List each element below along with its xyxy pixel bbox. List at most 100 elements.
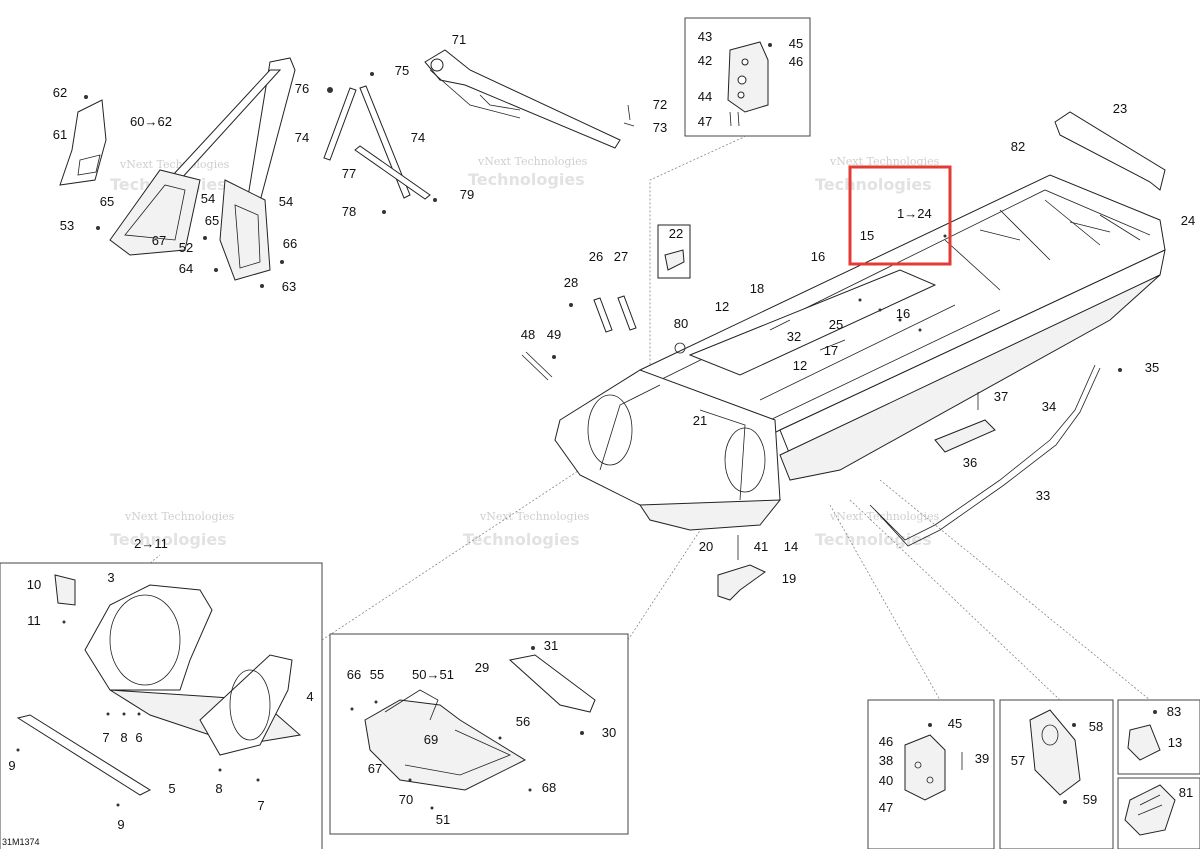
callout-c28: 28 <box>564 275 578 290</box>
callout-c83: 83 <box>1167 704 1181 719</box>
callout-c19: 19 <box>782 571 796 586</box>
leader-line <box>879 479 1151 701</box>
callout-c24: 24 <box>1181 213 1195 228</box>
callout-c58: 58 <box>1089 719 1103 734</box>
callout-c10: 10 <box>27 577 41 592</box>
watermark-text: Technologies <box>468 170 585 189</box>
callout-c8a: 8 <box>120 730 127 745</box>
callout-c77: 77 <box>342 166 356 181</box>
callout-c39: 39 <box>975 751 989 766</box>
steering-column-part <box>424 49 635 149</box>
callout-c22: 22 <box>669 226 683 241</box>
callout-c45a: 45 <box>789 36 803 51</box>
callout-c26: 26 <box>589 249 603 264</box>
leader-line <box>149 554 161 564</box>
callout-c75: 75 <box>395 63 409 78</box>
upper-front-frame-part <box>59 57 296 288</box>
watermark-text: vNext Technologies <box>124 510 235 523</box>
bracket-details-part <box>904 709 1176 836</box>
callout-c37: 37 <box>994 389 1008 404</box>
callout-c8b: 8 <box>215 781 222 796</box>
callout-c211: 2→11 <box>134 536 168 551</box>
leader-line <box>649 135 747 375</box>
callout-box-bracket-b <box>999 699 1114 849</box>
callout-box-bracket-a <box>867 699 995 849</box>
callout-c47b: 47 <box>879 800 893 815</box>
callout-c45b: 45 <box>948 716 962 731</box>
callout-c5: 5 <box>168 781 175 796</box>
callout-box-front-frame <box>0 562 323 849</box>
callout-c46b: 46 <box>879 734 893 749</box>
callout-c53: 53 <box>60 218 74 233</box>
callout-c7b: 7 <box>257 798 264 813</box>
callout-c30: 30 <box>602 725 616 740</box>
callout-c35: 35 <box>1145 360 1159 375</box>
callout-c65b: 65 <box>205 213 219 228</box>
callout-c66: 66 <box>283 236 297 251</box>
callout-c76: 76 <box>295 81 309 96</box>
watermark-text: vNext Technologies <box>477 155 588 168</box>
callout-c44: 44 <box>698 89 712 104</box>
callout-box-skid-plate <box>329 633 629 835</box>
callout-c64: 64 <box>179 261 193 276</box>
callout-c11: 11 <box>27 613 41 628</box>
callout-c13: 13 <box>1168 735 1182 750</box>
callout-box-bracket-d <box>1117 777 1200 849</box>
callout-c54a: 54 <box>201 191 215 206</box>
callout-c46a: 46 <box>789 54 803 69</box>
callout-c62: 62 <box>53 85 67 100</box>
callout-c79: 79 <box>460 187 474 202</box>
callout-c49: 49 <box>547 327 561 342</box>
callout-c65a: 65 <box>100 194 114 209</box>
callout-c48: 48 <box>521 327 535 342</box>
front-frame-detail-part <box>16 574 302 807</box>
watermark-text: Technologies <box>463 530 580 549</box>
callout-c69: 69 <box>424 732 438 747</box>
small-brackets-part <box>521 224 766 601</box>
skid-plate-detail-part <box>350 646 596 810</box>
callout-c59: 59 <box>1083 792 1097 807</box>
callout-c66b: 66 <box>347 667 361 682</box>
callout-c20: 20 <box>699 539 713 554</box>
callout-c6: 6 <box>135 730 142 745</box>
callout-c43: 43 <box>698 29 712 44</box>
callout-c82: 82 <box>1011 139 1025 154</box>
callout-c9b: 9 <box>117 817 124 832</box>
callout-c54b: 54 <box>279 194 293 209</box>
watermark-layer: vNext Technologies Technologies vNext Te… <box>110 155 940 549</box>
callout-c78: 78 <box>342 204 356 219</box>
callout-c67: 67 <box>152 233 166 248</box>
leader-line <box>829 504 941 701</box>
watermark-text: vNext Technologies <box>479 510 590 523</box>
callout-box-bracket-c <box>1117 699 1200 775</box>
callout-c33: 33 <box>1036 488 1050 503</box>
callout-c42: 42 <box>698 53 712 68</box>
callout-c6062: 60→62 <box>130 114 172 129</box>
callout-c7a: 7 <box>102 730 109 745</box>
callout-c27: 27 <box>614 249 628 264</box>
callout-c9a: 9 <box>8 758 15 773</box>
highlight-box <box>848 165 952 266</box>
callout-c23: 23 <box>1113 101 1127 116</box>
callout-c4: 4 <box>306 689 313 704</box>
callout-c40: 40 <box>879 773 893 788</box>
callout-c36: 36 <box>963 455 977 470</box>
callout-c5051: 50→51 <box>412 667 454 682</box>
callout-c31: 31 <box>544 638 558 653</box>
running-board-bracket-part <box>934 392 996 453</box>
callout-c12b: 12 <box>793 358 807 373</box>
callout-box-hinge <box>684 17 811 137</box>
callout-c12a: 12 <box>715 299 729 314</box>
watermark-text: vNext Technologies <box>119 158 230 171</box>
callout-c14: 14 <box>784 539 798 554</box>
callout-c16a: 16 <box>811 249 825 264</box>
callout-c74b: 74 <box>411 130 425 145</box>
callout-c15: 15 <box>860 228 874 243</box>
callout-c81: 81 <box>1179 785 1193 800</box>
callout-c73: 73 <box>653 120 667 135</box>
callout-c21: 21 <box>693 413 707 428</box>
callout-c70: 70 <box>399 792 413 807</box>
